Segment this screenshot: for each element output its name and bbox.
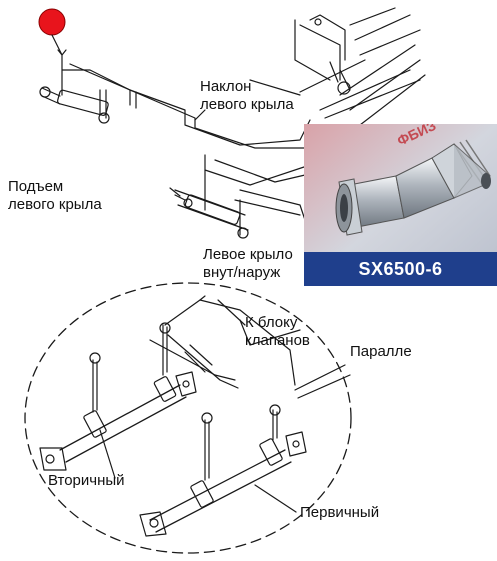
label-tilt-line-2: левого крыла xyxy=(200,96,294,113)
secondary-cylinder xyxy=(39,322,197,471)
label-inout-line-1: Левое крыло xyxy=(203,246,293,263)
label-inout-line-2: внут/наруж xyxy=(203,264,281,281)
tilt-cylinder-assembly xyxy=(39,34,316,149)
label-valve-line-2: клапанов xyxy=(245,332,310,349)
dashed-ellipse-outline xyxy=(24,282,352,554)
label-secondary: Вторичный xyxy=(48,472,125,489)
middle-hose-lines xyxy=(204,69,421,221)
label-left-wing-in-out: Левое крыло внут/наруж xyxy=(203,246,293,282)
label-valve-line-1: К блоку xyxy=(245,314,298,331)
label-tilt-line-1: Наклон xyxy=(200,78,252,95)
primary-cylinder xyxy=(139,404,307,537)
lift-cylinder-assembly xyxy=(169,169,249,239)
leader-lines xyxy=(99,109,297,513)
label-lift-line-2: левого крыла xyxy=(8,196,102,213)
label-primary: Первичный xyxy=(300,504,380,521)
label-lift-left-wing: Подъем левого крыла xyxy=(8,178,102,214)
label-tilt-left-wing: Наклон левого крыла xyxy=(200,78,294,114)
label-parallel: Паралле xyxy=(350,343,412,360)
part-number-caption: SX6500-6 xyxy=(304,252,497,286)
ellipse-hose-lines xyxy=(149,295,351,399)
fitting-photo-inset: ФБИЗ SX6500-6 xyxy=(304,124,497,286)
label-lift-line-1: Подъем xyxy=(8,178,64,195)
label-to-valve-block: К блоку клапанов xyxy=(245,314,310,350)
top-right-fittings xyxy=(249,7,426,126)
red-marker-dot xyxy=(38,8,66,36)
